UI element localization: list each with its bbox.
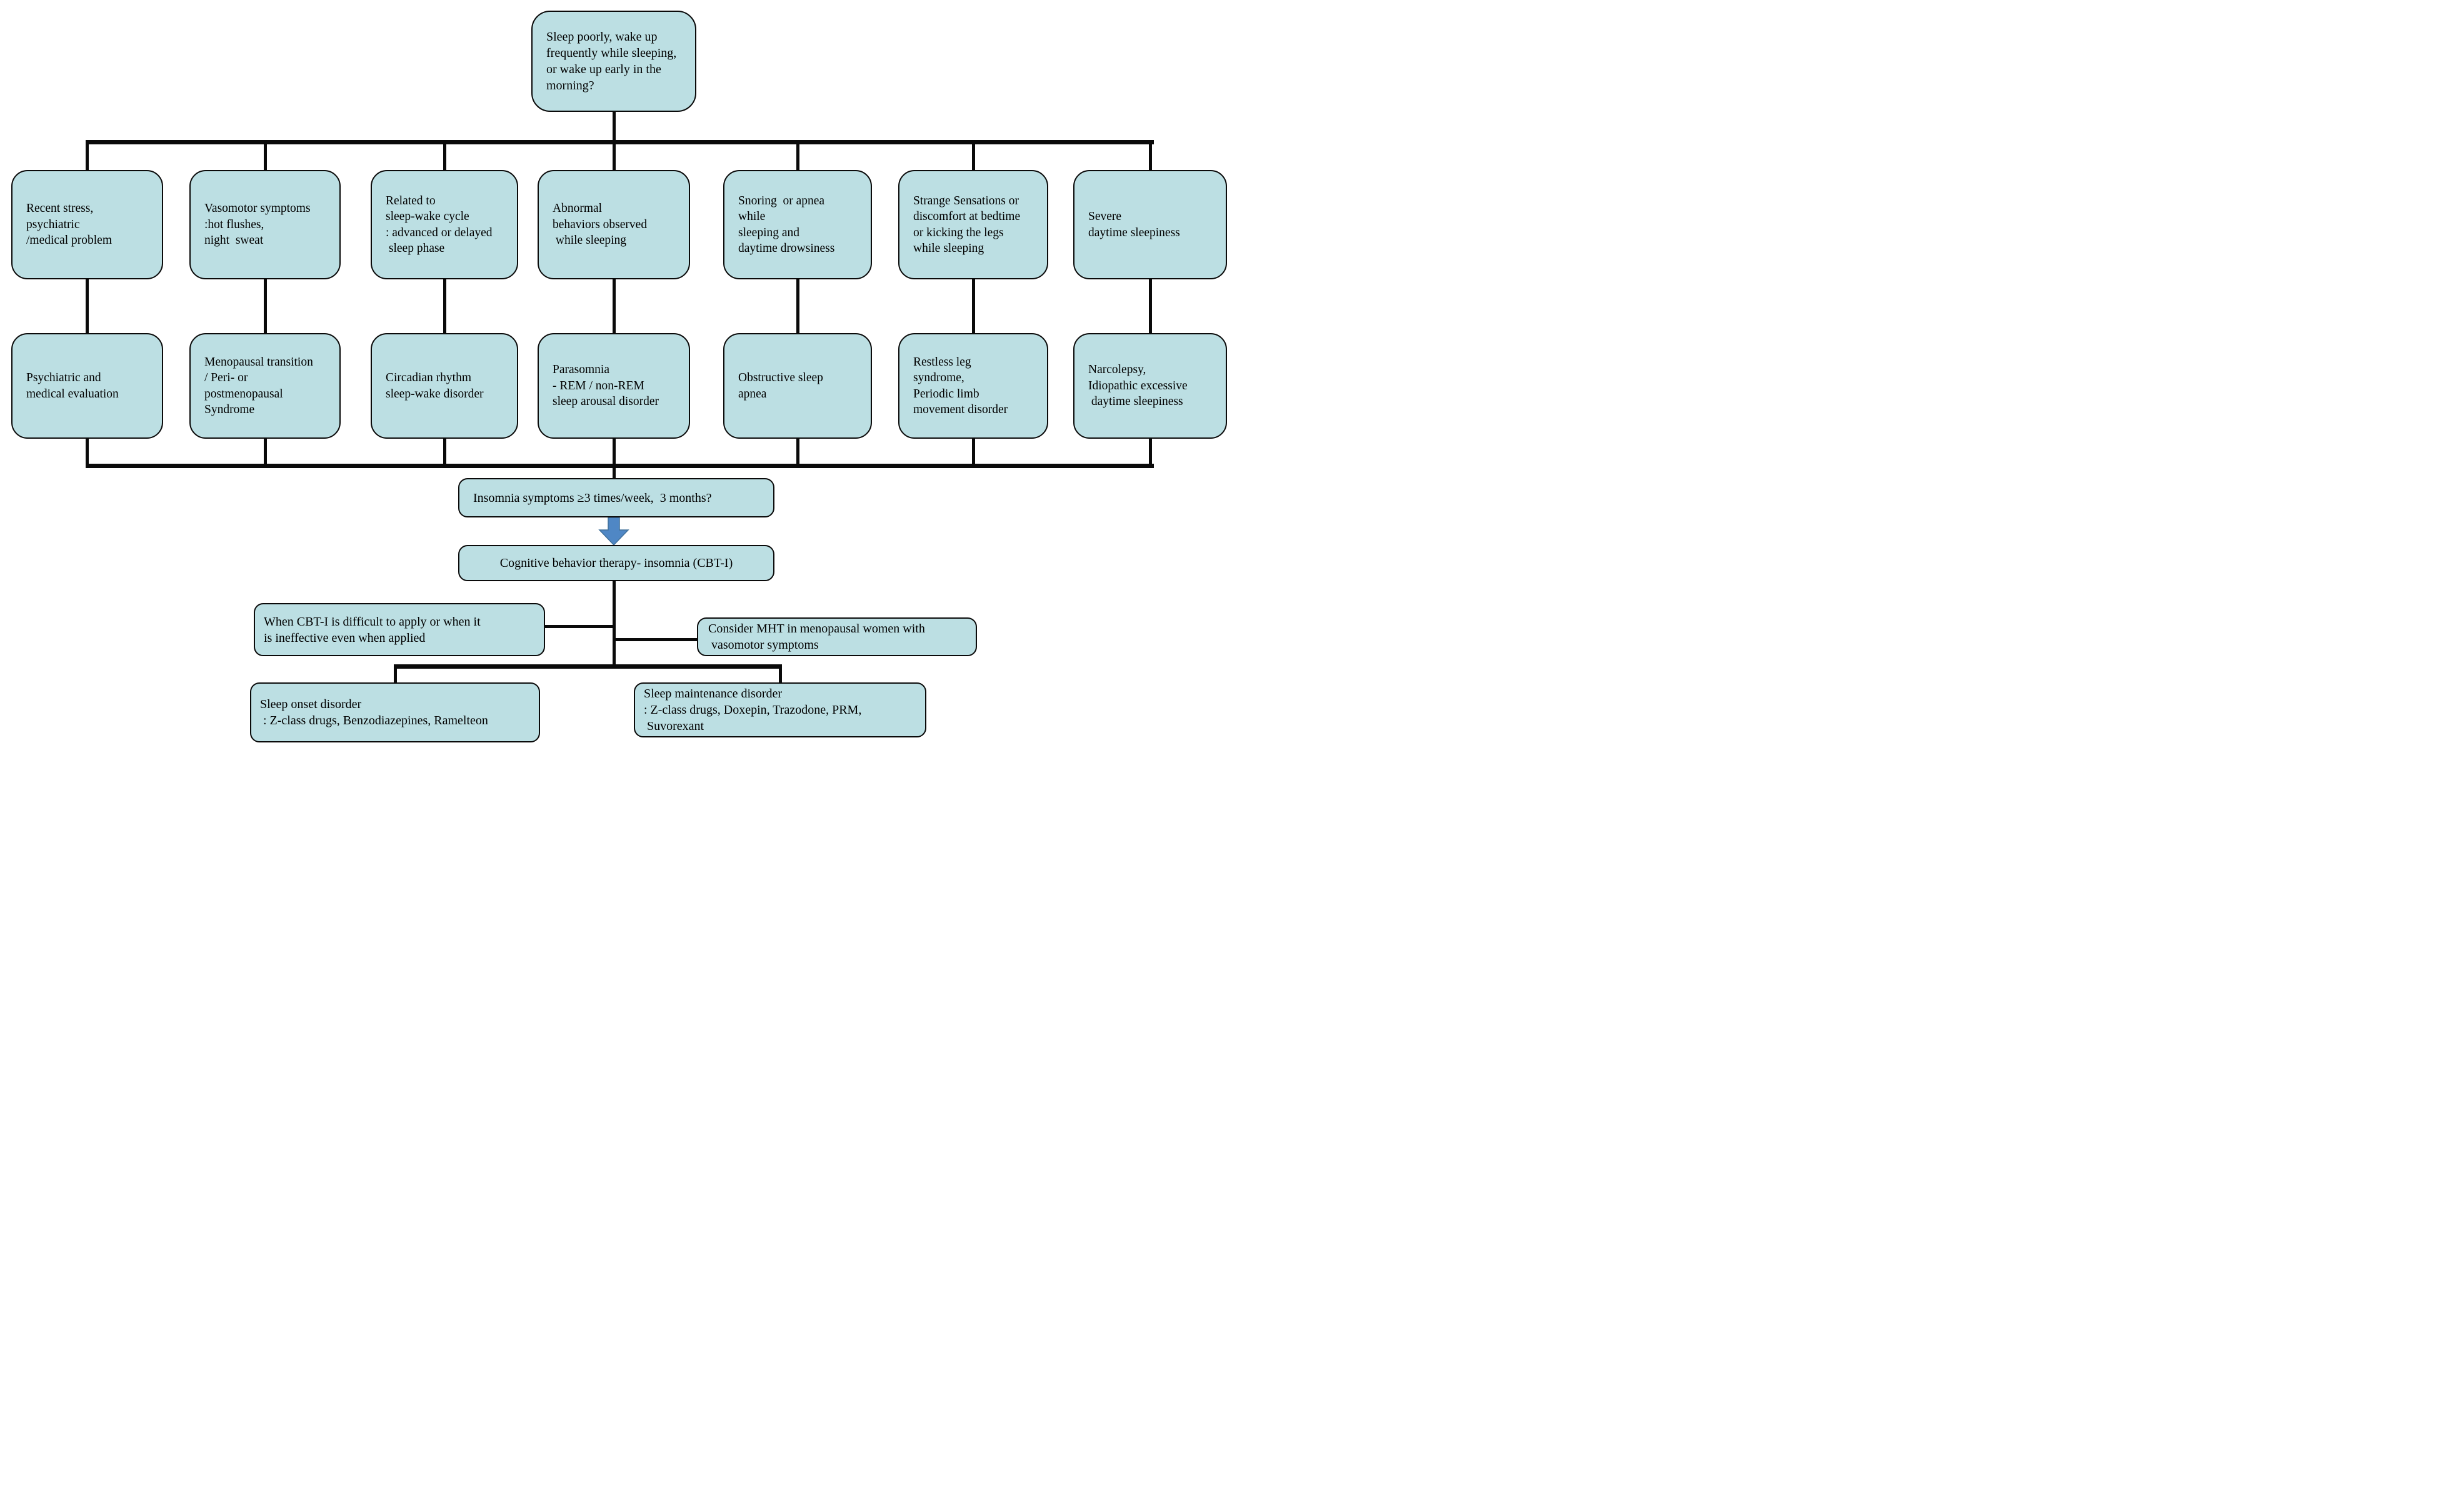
diagnosis-node-7: Narcolepsy, Idiopathic excessive daytime…	[1073, 333, 1227, 439]
connector-low-7	[1149, 439, 1152, 464]
connector-drop-7	[1149, 144, 1152, 170]
connector-split-right	[779, 668, 782, 682]
connector-mid-2	[264, 279, 267, 333]
connector-low-3	[443, 439, 446, 464]
symptom-node-4: Abnormal behaviors observed while sleepi…	[538, 170, 690, 279]
diagnosis-node-6: Restless leg syndrome, Periodic limb mov…	[898, 333, 1048, 439]
connector-mid-7	[1149, 279, 1152, 333]
connector-low-6	[972, 439, 975, 464]
connector-drop-1	[86, 144, 89, 170]
diagnosis-node-2: Menopausal transition / Peri- or postmen…	[189, 333, 341, 439]
connector-low-5	[796, 439, 799, 464]
diagnosis-node-3: Circadian rhythm sleep-wake disorder	[371, 333, 518, 439]
start-node: Sleep poorly, wake up frequently while s…	[531, 11, 696, 112]
insomnia-question-node: Insomnia symptoms ≥3 times/week, 3 month…	[458, 478, 774, 517]
connector-top-bus	[86, 140, 1154, 144]
symptom-node-5: Snoring or apnea while sleeping and dayt…	[723, 170, 872, 279]
connector-drop-3	[443, 144, 446, 170]
symptom-node-1: Recent stress, psychiatric /medical prob…	[11, 170, 163, 279]
symptom-node-3: Related to sleep-wake cycle : advanced o…	[371, 170, 518, 279]
connector-start-trunk	[613, 112, 616, 141]
connector-question-trunk	[613, 468, 616, 479]
connector-cbti-trunk	[613, 581, 616, 667]
connector-left-branch	[545, 625, 614, 628]
connector-bottom-bus	[86, 464, 1154, 468]
diagnosis-node-1: Psychiatric and medical evaluation	[11, 333, 163, 439]
connector-split-bus	[394, 664, 782, 669]
connector-mid-6	[972, 279, 975, 333]
connector-drop-2	[264, 144, 267, 170]
cbti-node: Cognitive behavior therapy- insomnia (CB…	[458, 545, 774, 581]
connector-drop-5	[796, 144, 799, 170]
connector-mid-5	[796, 279, 799, 333]
connector-mid-1	[86, 279, 89, 333]
connector-drop-6	[972, 144, 975, 170]
symptom-node-2: Vasomotor symptoms :hot flushes, night s…	[189, 170, 341, 279]
connector-low-1	[86, 439, 89, 464]
cbti-difficult-node: When CBT-I is difficult to apply or when…	[254, 603, 545, 656]
connector-mid-3	[443, 279, 446, 333]
connector-split-left	[394, 668, 397, 682]
connector-low-4	[613, 439, 616, 464]
mht-node: Consider MHT in menopausal women with va…	[697, 617, 977, 656]
connector-right-branch	[614, 638, 697, 641]
diagnosis-node-4: Parasomnia - REM / non-REM sleep arousal…	[538, 333, 690, 439]
flowchart-canvas: Sleep poorly, wake up frequently while s…	[0, 0, 1232, 752]
sleep-maintenance-node: Sleep maintenance disorder : Z-class dru…	[634, 682, 926, 737]
connector-mid-4	[613, 279, 616, 333]
down-arrow-icon	[598, 517, 629, 546]
symptom-node-7: Severe daytime sleepiness	[1073, 170, 1227, 279]
connector-drop-4	[613, 144, 616, 170]
symptom-node-6: Strange Sensations or discomfort at bedt…	[898, 170, 1048, 279]
sleep-onset-node: Sleep onset disorder : Z-class drugs, Be…	[250, 682, 540, 742]
connector-low-2	[264, 439, 267, 464]
diagnosis-node-5: Obstructive sleep apnea	[723, 333, 872, 439]
